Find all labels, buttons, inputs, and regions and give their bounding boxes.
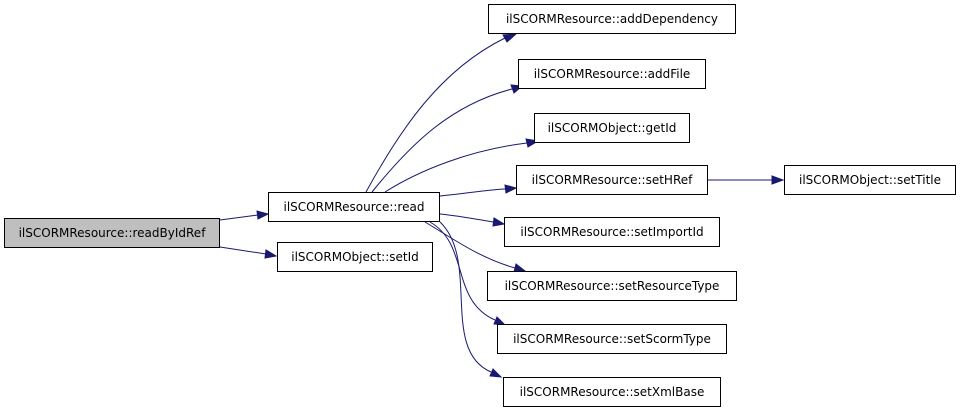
node-setScormType[interactable]: ilSCORMResource::setScormType <box>497 324 727 354</box>
node-readByIdRef: ilSCORMResource::readByIdRef <box>4 218 220 248</box>
edge-read-setImportId <box>439 213 506 227</box>
edge-readByIdRef-setId <box>219 246 278 259</box>
node-getId[interactable]: ilSCORMObject::getId <box>534 113 690 143</box>
edge-read-setScormType <box>429 221 507 326</box>
edge-read-setResourceType <box>424 221 527 273</box>
edge-read-setHRef <box>439 184 518 197</box>
edge-read-addFile <box>371 84 524 193</box>
node-addFile[interactable]: ilSCORMResource::addFile <box>518 59 706 89</box>
node-setHRef[interactable]: ilSCORMResource::setHRef <box>516 165 708 195</box>
node-read[interactable]: ilSCORMResource::read <box>268 192 440 222</box>
node-setResourceType[interactable]: ilSCORMResource::setResourceType <box>487 271 737 301</box>
node-setTitle[interactable]: ilSCORMObject::setTitle <box>784 165 956 195</box>
edge-setHRef-setTitle <box>708 175 785 185</box>
node-setId[interactable]: ilSCORMObject::setId <box>277 242 433 272</box>
edge-read-addDependency <box>365 33 518 193</box>
node-setXmlBase[interactable]: ilSCORMResource::setXmlBase <box>503 377 721 407</box>
edge-readByIdRef-read <box>219 210 270 221</box>
node-setImportId[interactable]: ilSCORMResource::setImportId <box>504 217 720 247</box>
edge-read-setXmlBase <box>439 221 503 378</box>
node-addDependency[interactable]: ilSCORMResource::addDependency <box>488 4 736 34</box>
